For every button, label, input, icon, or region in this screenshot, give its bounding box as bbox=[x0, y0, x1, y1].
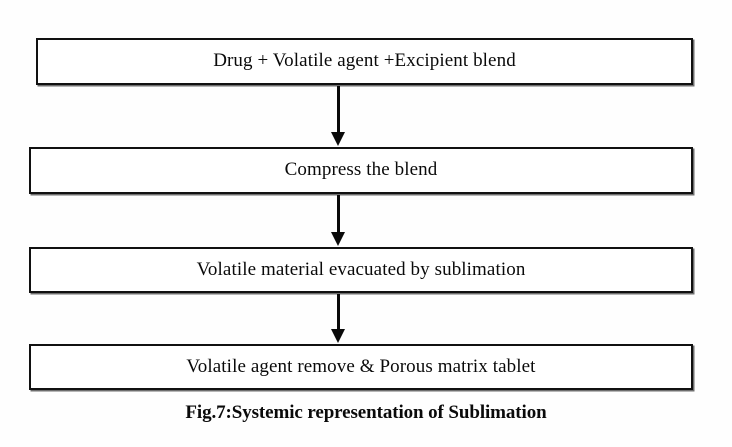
arrow-head bbox=[331, 132, 345, 146]
flow-step-box-3: Volatile material evacuated by sublimati… bbox=[29, 247, 693, 293]
arrow-shaft bbox=[337, 294, 340, 330]
arrow-head bbox=[331, 329, 345, 343]
flow-step-label-4: Volatile agent remove & Porous matrix ta… bbox=[186, 355, 536, 377]
figure-caption: Fig.7:Systemic representation of Sublima… bbox=[185, 402, 547, 423]
flow-step-box-1: Drug + Volatile agent +Excipient blend bbox=[36, 38, 693, 85]
flow-step-label-1: Drug + Volatile agent +Excipient blend bbox=[213, 50, 516, 72]
arrow-shaft bbox=[337, 195, 340, 233]
down-arrow-icon-1 bbox=[331, 86, 346, 146]
flow-step-label-2: Compress the blend bbox=[284, 159, 438, 181]
flow-step-label-3: Volatile material evacuated by sublimati… bbox=[196, 258, 526, 280]
arrow-shaft bbox=[337, 86, 340, 133]
arrow-head bbox=[331, 232, 345, 246]
down-arrow-icon-3 bbox=[331, 294, 346, 343]
flow-step-box-2: Compress the blend bbox=[29, 147, 693, 194]
flow-step-box-4: Volatile agent remove & Porous matrix ta… bbox=[29, 344, 693, 390]
down-arrow-icon-2 bbox=[331, 195, 346, 246]
